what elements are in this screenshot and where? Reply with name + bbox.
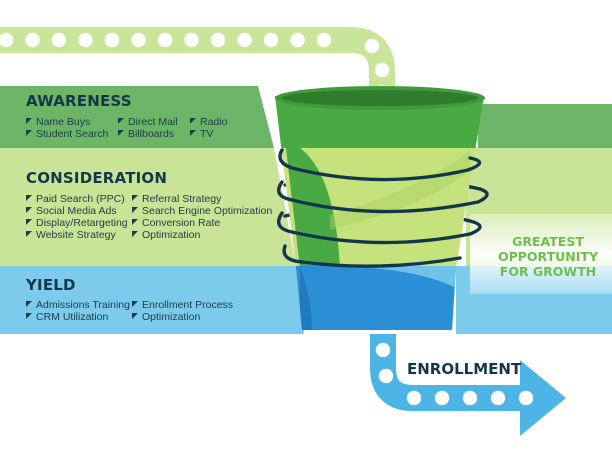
pipe-dot: [131, 32, 146, 48]
consideration-item: Paid Search (PPC): [26, 193, 125, 205]
pipe-dot: [316, 32, 332, 48]
awareness-item: Student Search: [25, 128, 109, 140]
yield-item-continued: Optimization: [131, 311, 201, 323]
awareness-band: [0, 86, 274, 148]
yield-title: YIELD: [26, 276, 76, 294]
pipe-dot: [78, 32, 93, 48]
pipe-dot: [157, 32, 173, 48]
pipe-dot: [406, 390, 422, 406]
pipe-dot: [374, 62, 390, 78]
right-awareness-band: [478, 104, 612, 148]
growth-line: GREATEST: [512, 234, 584, 249]
awareness-item: Billboards: [117, 128, 175, 140]
growth-line: FOR GROWTH: [499, 264, 597, 279]
pipe-dot: [51, 32, 67, 48]
pipe-dot: [378, 368, 394, 384]
pipe-dot: [462, 390, 478, 406]
pipe-dot: [434, 390, 450, 406]
yield-item: Enrollment Process: [131, 299, 234, 311]
yield-item: Admissions Training: [26, 299, 130, 311]
consideration-item: Social Media Ads: [26, 205, 117, 217]
pipe-dot: [0, 32, 14, 48]
awareness-title: AWARENESS: [26, 92, 132, 110]
growth-glow: [470, 214, 612, 294]
consideration-title: CONSIDERATION: [26, 169, 168, 187]
consideration-item: Search Engine Optimization: [131, 205, 273, 217]
yield-band: [0, 266, 304, 334]
pipe-dot: [104, 32, 120, 48]
growth-callout: GREATEST OPPORTUNITY FOR GROWTH: [486, 234, 610, 279]
consideration-item: Display/Retargeting: [26, 217, 128, 229]
input-pipe: [0, 27, 395, 100]
enrollment-label: ENROLLMENT: [407, 360, 522, 378]
pipe-dot: [364, 38, 380, 54]
consideration-band: [0, 148, 296, 266]
consideration-item: Conversion Rate: [131, 217, 221, 229]
awareness-item: Name Buys: [25, 116, 91, 128]
pipe-dot: [263, 32, 279, 48]
pipe-dot: [490, 390, 506, 406]
pipe-dot: [25, 32, 40, 48]
enrollment-arrow: [520, 360, 566, 436]
awareness-item: Radio: [189, 116, 228, 128]
consideration-item: Website Strategy: [26, 229, 116, 241]
pipe-dot: [518, 390, 534, 406]
pipe-dot: [290, 32, 305, 48]
consideration-item: Referral Strategy: [131, 193, 222, 205]
pipe-dot: [237, 32, 252, 48]
spiral-front: [277, 148, 489, 268]
growth-line: OPPORTUNITY: [497, 249, 598, 264]
yield-item: CRM Utilization: [25, 311, 109, 323]
awareness-item: Direct Mail: [118, 116, 178, 128]
pipe-dot: [184, 32, 199, 48]
pipe-dot: [210, 32, 226, 48]
consideration-item-continued: Optimization: [131, 229, 201, 241]
pipe-dot: [375, 342, 391, 358]
output-pipe: [370, 334, 566, 436]
awareness-item: TV: [189, 128, 214, 140]
